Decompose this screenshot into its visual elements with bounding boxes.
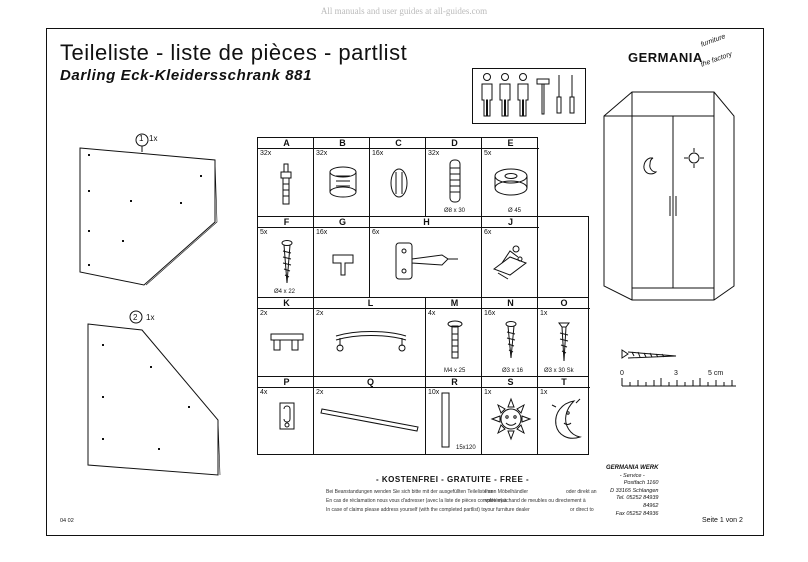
address-tel: Tel. 05252 84939 bbox=[616, 495, 659, 502]
part-cell-t: T 1x bbox=[537, 376, 590, 455]
bolt-icon bbox=[447, 320, 463, 359]
part-cell-k: K 2x bbox=[257, 297, 315, 377]
part-cell-h: H 6x bbox=[369, 216, 483, 298]
watermark: All manuals and user guides at all-guide… bbox=[320, 6, 488, 16]
hinge-icon bbox=[395, 242, 458, 280]
screw-icon bbox=[281, 240, 293, 284]
part-cell-p: P 4x bbox=[257, 376, 315, 455]
sun-icon bbox=[490, 397, 532, 441]
wooden-dowel-icon bbox=[449, 159, 461, 203]
strip-icon bbox=[441, 392, 450, 448]
part-cell-e: E 5x Ø 45 bbox=[481, 137, 539, 217]
address-fax: Fax 05252 84936 bbox=[615, 510, 659, 517]
dowel-connector-icon bbox=[280, 163, 292, 205]
rail-bracket-icon bbox=[270, 333, 304, 351]
sheet-border bbox=[46, 28, 764, 536]
product-title: Darling Eck-Kleidersschrank 881 bbox=[60, 67, 313, 84]
part-cell-j: J 6x bbox=[481, 216, 539, 298]
part-cell-s: S 1x bbox=[481, 376, 539, 455]
free-of-charge-label: - KOSTENFREI - GRATUITE - FREE - bbox=[376, 475, 530, 484]
part-cell-blank bbox=[537, 216, 589, 298]
part-cell-m: M 4x M4 x 25 bbox=[425, 297, 483, 377]
note-de-dealer: Ihren Möbelhändler bbox=[485, 489, 529, 495]
cover-cap-icon bbox=[390, 168, 408, 198]
parts-table: A 32x B 32x C 16x D 32x Ø8 x 30 E 5x Ø 4… bbox=[257, 137, 590, 455]
page-title: Teileliste - liste de pièces - partlist bbox=[60, 40, 408, 65]
part-cell-o: O 1x Ø3 x 30 Sk bbox=[537, 297, 590, 377]
address-service: - Service - bbox=[619, 472, 645, 479]
wardrobe-drawing bbox=[603, 91, 735, 301]
panel-2-drawing bbox=[87, 310, 221, 476]
part-cell-a: A 32x bbox=[257, 137, 315, 217]
two-persons-tools-icon bbox=[481, 73, 575, 117]
part-cell-d: D 32x Ø8 x 30 bbox=[425, 137, 483, 217]
note-en: In case of claims please address yoursel… bbox=[326, 507, 486, 513]
part-cell-b: B 32x bbox=[313, 137, 371, 217]
note-de-direct: oder direkt an bbox=[566, 489, 597, 495]
assembly-requirements-box bbox=[472, 68, 586, 124]
panel-2-number: 2 bbox=[133, 313, 138, 322]
panel-1-qty: 1x bbox=[149, 134, 158, 143]
part-cell-n: N 16x Ø3 x 16 bbox=[481, 297, 539, 377]
note-de: Bei Beanstandungen wenden Sie sich bitte… bbox=[326, 489, 494, 495]
note-fr: En cas de réclamation nous vous d'adress… bbox=[326, 498, 507, 504]
part-cell-c: C 16x bbox=[369, 137, 427, 217]
panel-2-qty: 1x bbox=[146, 313, 155, 322]
part-cell-g: G 16x bbox=[313, 216, 371, 298]
address-company: GERMANIA WERK bbox=[606, 465, 659, 471]
part-cell-r: R 10x 15x120 bbox=[425, 376, 483, 455]
address-city: D 33165 Schlangen bbox=[610, 487, 659, 494]
part-cell-f: F 5x Ø4 x 22 bbox=[257, 216, 315, 298]
glide-foot-icon bbox=[494, 168, 528, 196]
scale-label-0: 0 bbox=[620, 370, 624, 377]
note-fr-dealer: votre marchand de meubles ou directement… bbox=[485, 498, 586, 504]
panel-1-number: 1 bbox=[139, 134, 144, 143]
page-number: Seite 1 von 2 bbox=[702, 517, 743, 524]
panel-1-drawing bbox=[79, 133, 218, 286]
screw-icon bbox=[505, 321, 517, 359]
address-pobox: Postfach 1160 bbox=[623, 480, 659, 487]
brand-logo: GERMANIA bbox=[628, 50, 703, 65]
note-en-dealer: your furniture dealer bbox=[485, 507, 530, 513]
mounting-plate-icon bbox=[492, 245, 528, 280]
shelf-support-icon bbox=[332, 254, 354, 276]
document-code: 04 02 bbox=[60, 518, 74, 524]
moon-icon bbox=[551, 398, 582, 439]
note-en-direct: or direct to bbox=[570, 507, 594, 513]
screw-icon bbox=[558, 322, 570, 362]
hook-icon bbox=[279, 402, 295, 430]
address-tel2: 84962 bbox=[643, 502, 659, 509]
scale-label-3: 3 bbox=[674, 370, 678, 377]
handle-icon bbox=[335, 331, 407, 352]
cam-lock-icon bbox=[329, 166, 357, 198]
part-cell-q: Q 2x bbox=[313, 376, 427, 455]
service-address: GERMANIA WERK - Service - Postfach 1160 … bbox=[606, 465, 658, 518]
rod-icon bbox=[320, 408, 419, 432]
scale-ruler bbox=[621, 349, 736, 387]
scale-label-5: 5 cm bbox=[708, 370, 724, 377]
part-cell-l: L 2x bbox=[313, 297, 427, 377]
